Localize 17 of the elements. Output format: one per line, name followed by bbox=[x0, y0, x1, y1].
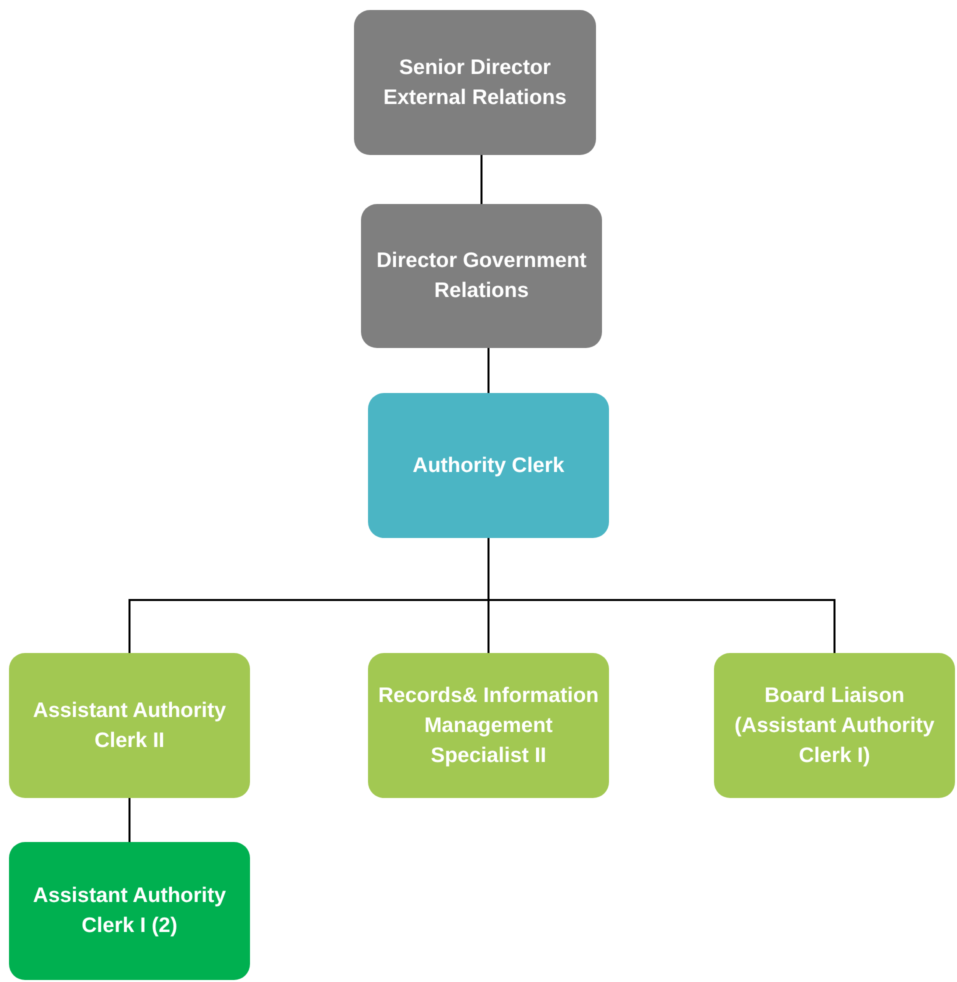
role-title: Assistant Authority Clerk II bbox=[32, 698, 227, 754]
connector-line bbox=[128, 798, 130, 842]
org-box bbox=[9, 842, 250, 980]
connector-line bbox=[488, 348, 490, 393]
role-title: Records& Information Management Specialist II bbox=[378, 682, 599, 768]
org-box bbox=[368, 393, 609, 538]
role-title: Assistant Authority Clerk I (2) bbox=[32, 883, 227, 939]
org-box bbox=[9, 653, 250, 798]
connector-line bbox=[480, 155, 482, 204]
role-title: Board Liaison (Assistant Authority Clerk I) bbox=[734, 682, 936, 768]
org-box bbox=[354, 10, 596, 155]
role-title: Senior Director External Relations bbox=[382, 54, 568, 110]
role-title: Authority Clerk bbox=[412, 452, 564, 478]
org-box bbox=[368, 653, 609, 798]
role-title: Director Government Relations bbox=[375, 248, 588, 304]
org-box bbox=[361, 204, 602, 348]
org-box bbox=[714, 653, 955, 798]
